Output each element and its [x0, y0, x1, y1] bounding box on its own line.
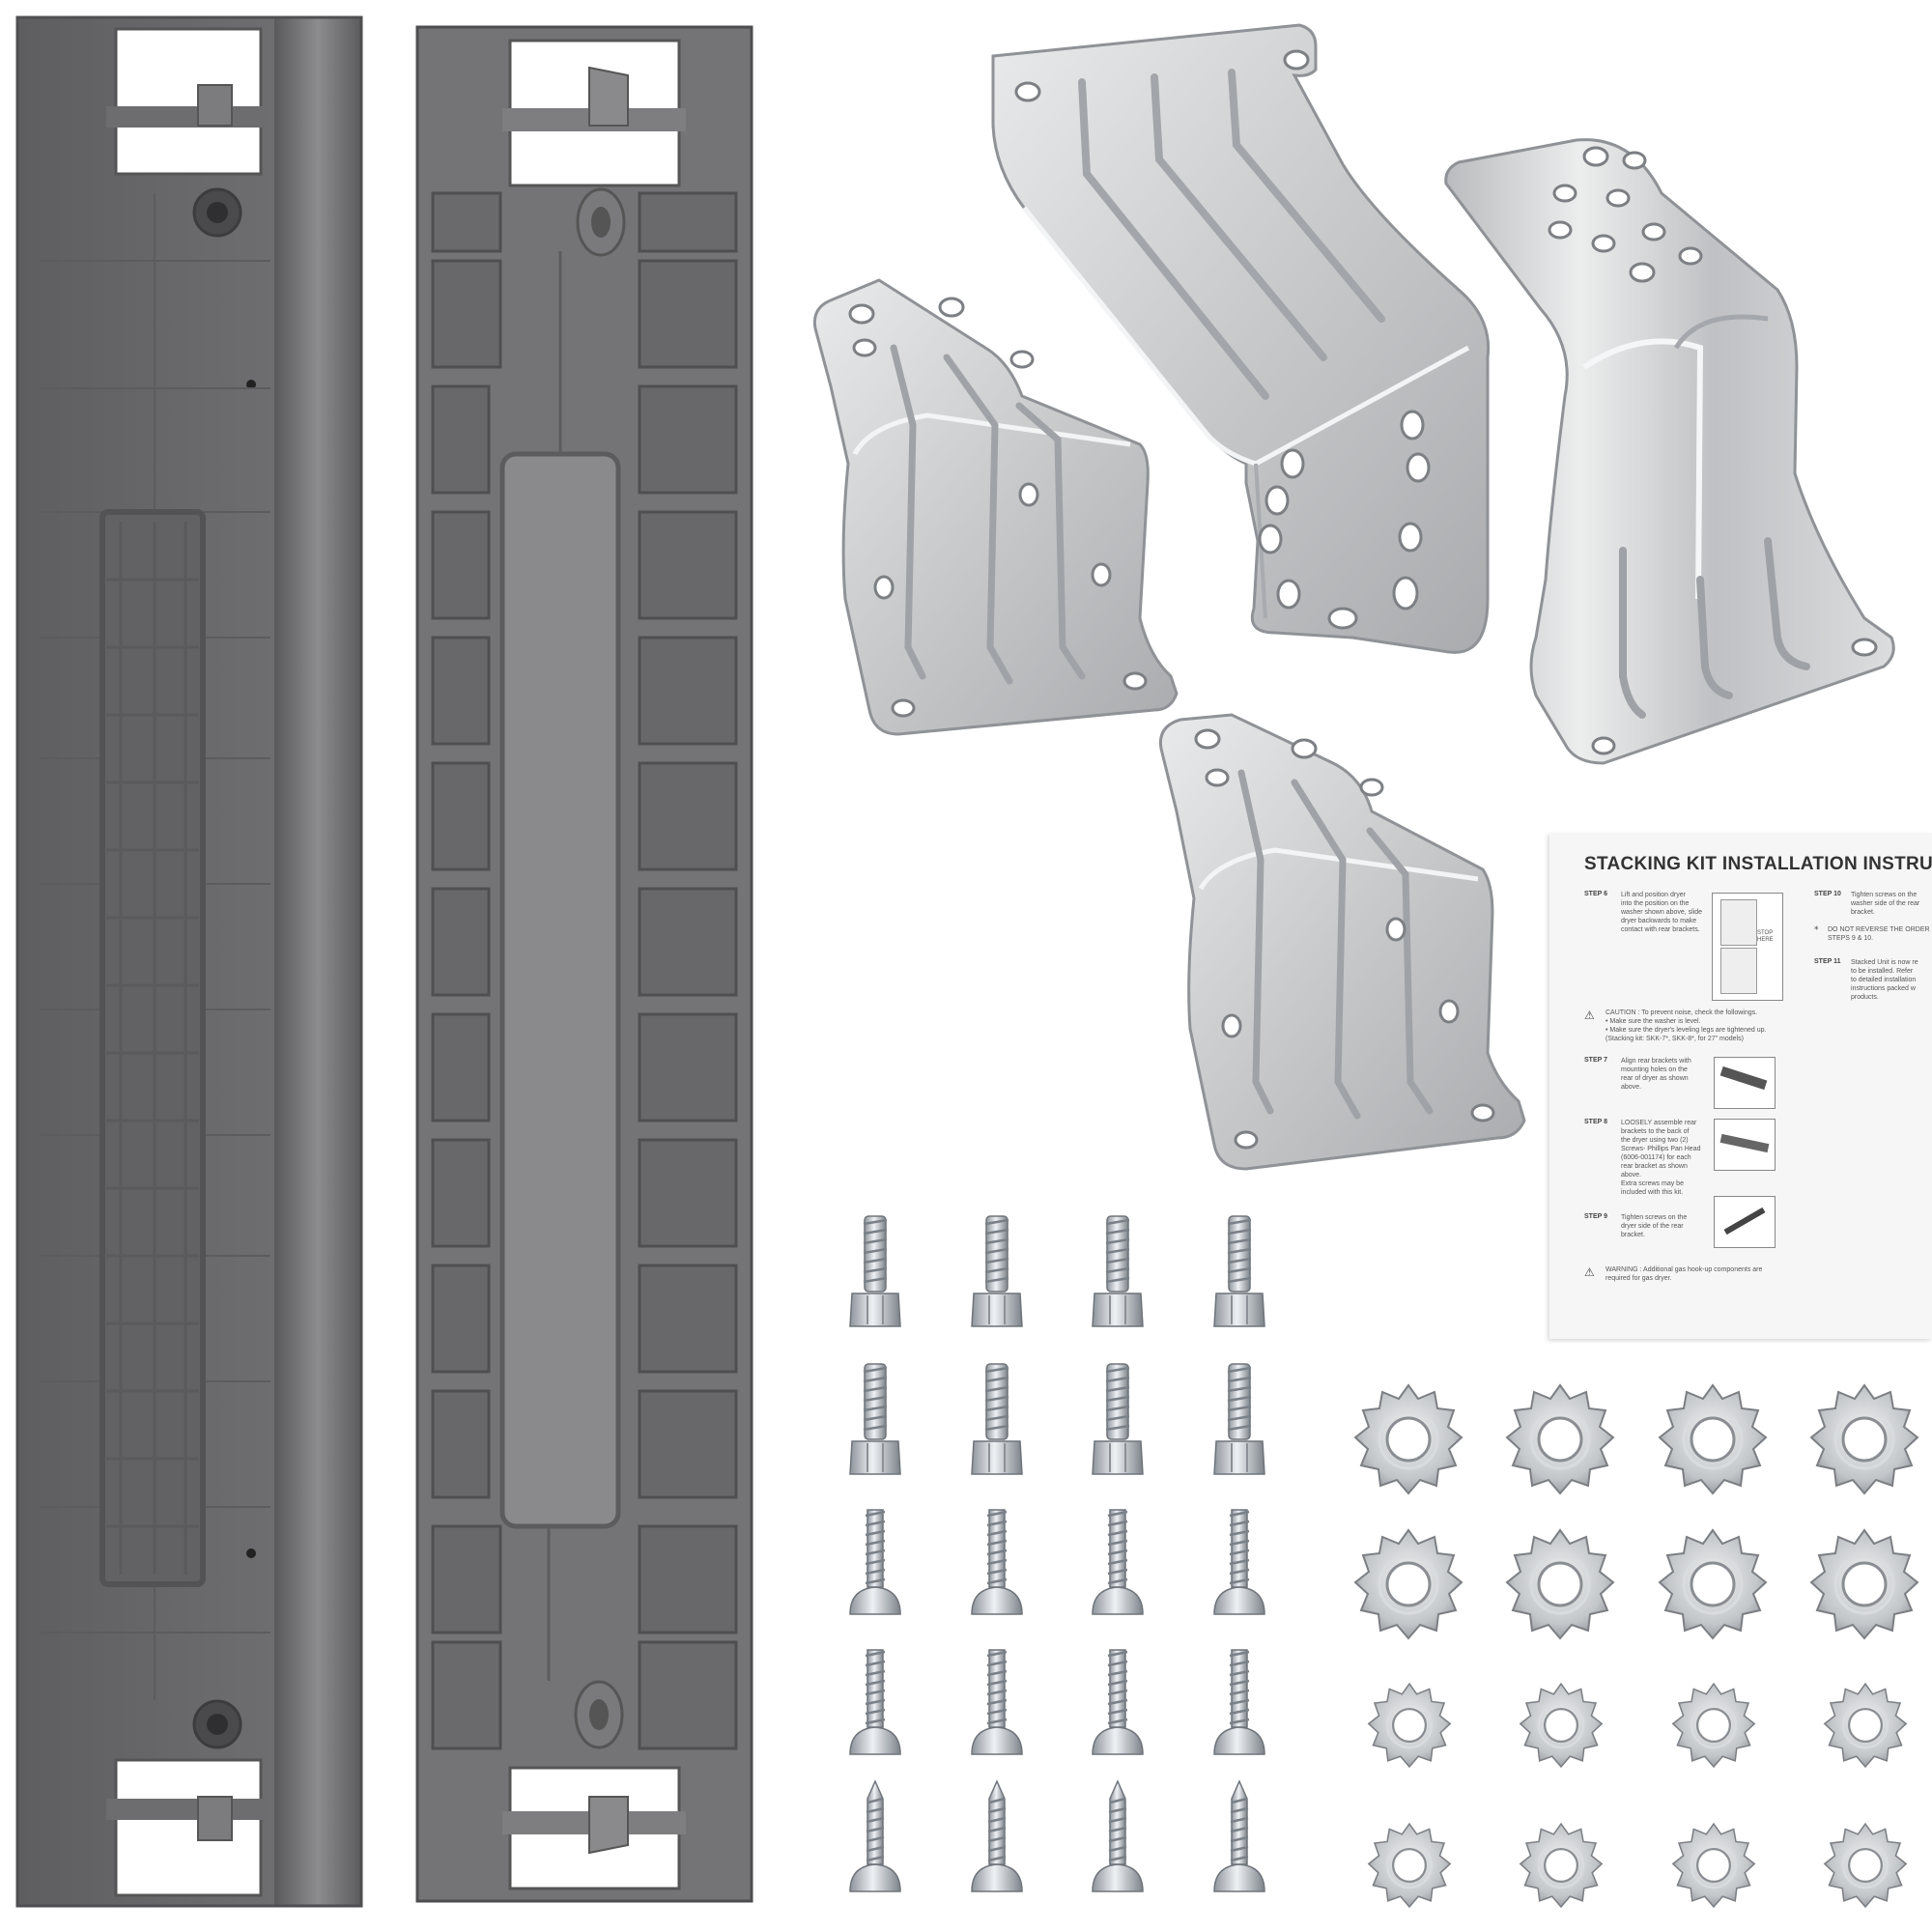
tooth-washer-small — [1367, 1822, 1452, 1909]
hex-screw — [1212, 1362, 1266, 1476]
bracket-align-diagram — [1714, 1057, 1776, 1109]
step-text: Tighten screws on the dryer side of the … — [1621, 1214, 1688, 1238]
hex-screw — [1212, 1214, 1266, 1328]
pan-screw — [848, 1648, 902, 1756]
tooth-washer-small — [1519, 1822, 1604, 1909]
hex-screw — [970, 1214, 1024, 1328]
hex-screw — [1091, 1362, 1145, 1476]
pan-screw — [970, 1508, 1024, 1616]
pan-screw — [848, 1508, 902, 1616]
rear-bracket-large-2 — [1444, 138, 1895, 765]
hex-screw — [848, 1214, 902, 1328]
stop-here-label: STOP HERE — [1757, 930, 1774, 943]
caution-text: CAUTION : To prevent noise, check the fo… — [1605, 1009, 1767, 1042]
step-text: Lift and position dryer into the positio… — [1621, 892, 1703, 933]
tooth-washer-large — [1353, 1383, 1463, 1495]
instruction-sheet-title: STACKING KIT INSTALLATION INSTRUCTI — [1584, 854, 1932, 874]
bracket-assemble-diagram — [1714, 1119, 1776, 1171]
stacking-diagram: STOP HERE — [1712, 893, 1783, 1001]
pointed-screw — [1212, 1779, 1266, 1893]
warning-text: WARNING : Additional gas hook-up compone… — [1605, 1266, 1763, 1282]
hex-screw — [848, 1362, 902, 1476]
tooth-washer-large — [1505, 1528, 1615, 1640]
pan-screw — [970, 1648, 1024, 1756]
tooth-washer-large — [1505, 1383, 1615, 1495]
pan-screw — [1091, 1648, 1145, 1756]
tooth-washer-large — [1353, 1528, 1463, 1640]
pointed-screw — [970, 1779, 1024, 1893]
pan-screw-group — [848, 1508, 1266, 1756]
note-bullet-icon: * — [1814, 925, 1819, 935]
step-label: STEP 9 — [1584, 1213, 1607, 1220]
pan-screw — [1212, 1648, 1266, 1756]
stacking-rail-right — [415, 25, 753, 1903]
tooth-washer-large — [1809, 1383, 1919, 1495]
tooth-washer-small — [1823, 1822, 1908, 1909]
step-label: STEP 10 — [1814, 891, 1841, 897]
pointed-screw — [1091, 1779, 1145, 1893]
dryer-diagram-shape — [1720, 899, 1757, 946]
step-text: LOOSELY assemble rear brackets to the ba… — [1621, 1120, 1701, 1196]
washer-diagram-shape — [1720, 948, 1757, 994]
step-text: Tighten screws on the washer side of the… — [1851, 892, 1920, 916]
step-label: STEP 6 — [1584, 891, 1607, 897]
front-bracket-small-2 — [1158, 713, 1526, 1171]
screwdriver-diagram — [1714, 1196, 1776, 1248]
washer-group-large — [1353, 1383, 1919, 1640]
step-label: STEP 8 — [1584, 1119, 1607, 1125]
tooth-washer-small — [1823, 1682, 1908, 1769]
hex-screw — [970, 1362, 1024, 1476]
front-bracket-small-1 — [812, 278, 1179, 736]
step-label: STEP 11 — [1814, 958, 1841, 965]
tooth-washer-small — [1367, 1682, 1452, 1769]
washer-group-small — [1367, 1682, 1908, 1909]
warning-icon: ⚠ — [1584, 1265, 1595, 1279]
hex-screw — [1091, 1214, 1145, 1328]
tooth-washer-small — [1671, 1682, 1756, 1769]
step-label: STEP 7 — [1584, 1057, 1607, 1064]
pan-screw — [1091, 1508, 1145, 1616]
stacking-rail-left — [15, 15, 363, 1908]
tooth-washer-small — [1671, 1822, 1756, 1909]
step-text: Stacked Unit is now re to be installed. … — [1851, 959, 1918, 1001]
pan-screw — [1212, 1508, 1266, 1616]
step-text: Align rear brackets with mounting holes … — [1621, 1058, 1691, 1091]
caution-icon: ⚠ — [1584, 1009, 1595, 1022]
tooth-washer-small — [1519, 1682, 1604, 1769]
instruction-sheet: STACKING KIT INSTALLATION INSTRUCTI STEP… — [1549, 833, 1932, 1339]
rear-bracket-large-1 — [991, 23, 1491, 654]
hex-screw-group — [848, 1214, 1266, 1476]
tooth-washer-large — [1658, 1528, 1768, 1640]
tooth-washer-large — [1809, 1528, 1919, 1640]
pointed-screw — [848, 1779, 902, 1893]
pointed-screw-group — [848, 1779, 1266, 1893]
note-text: DO NOT REVERSE THE ORDER STEPS 9 & 10. — [1828, 926, 1930, 942]
tooth-washer-large — [1658, 1383, 1768, 1495]
